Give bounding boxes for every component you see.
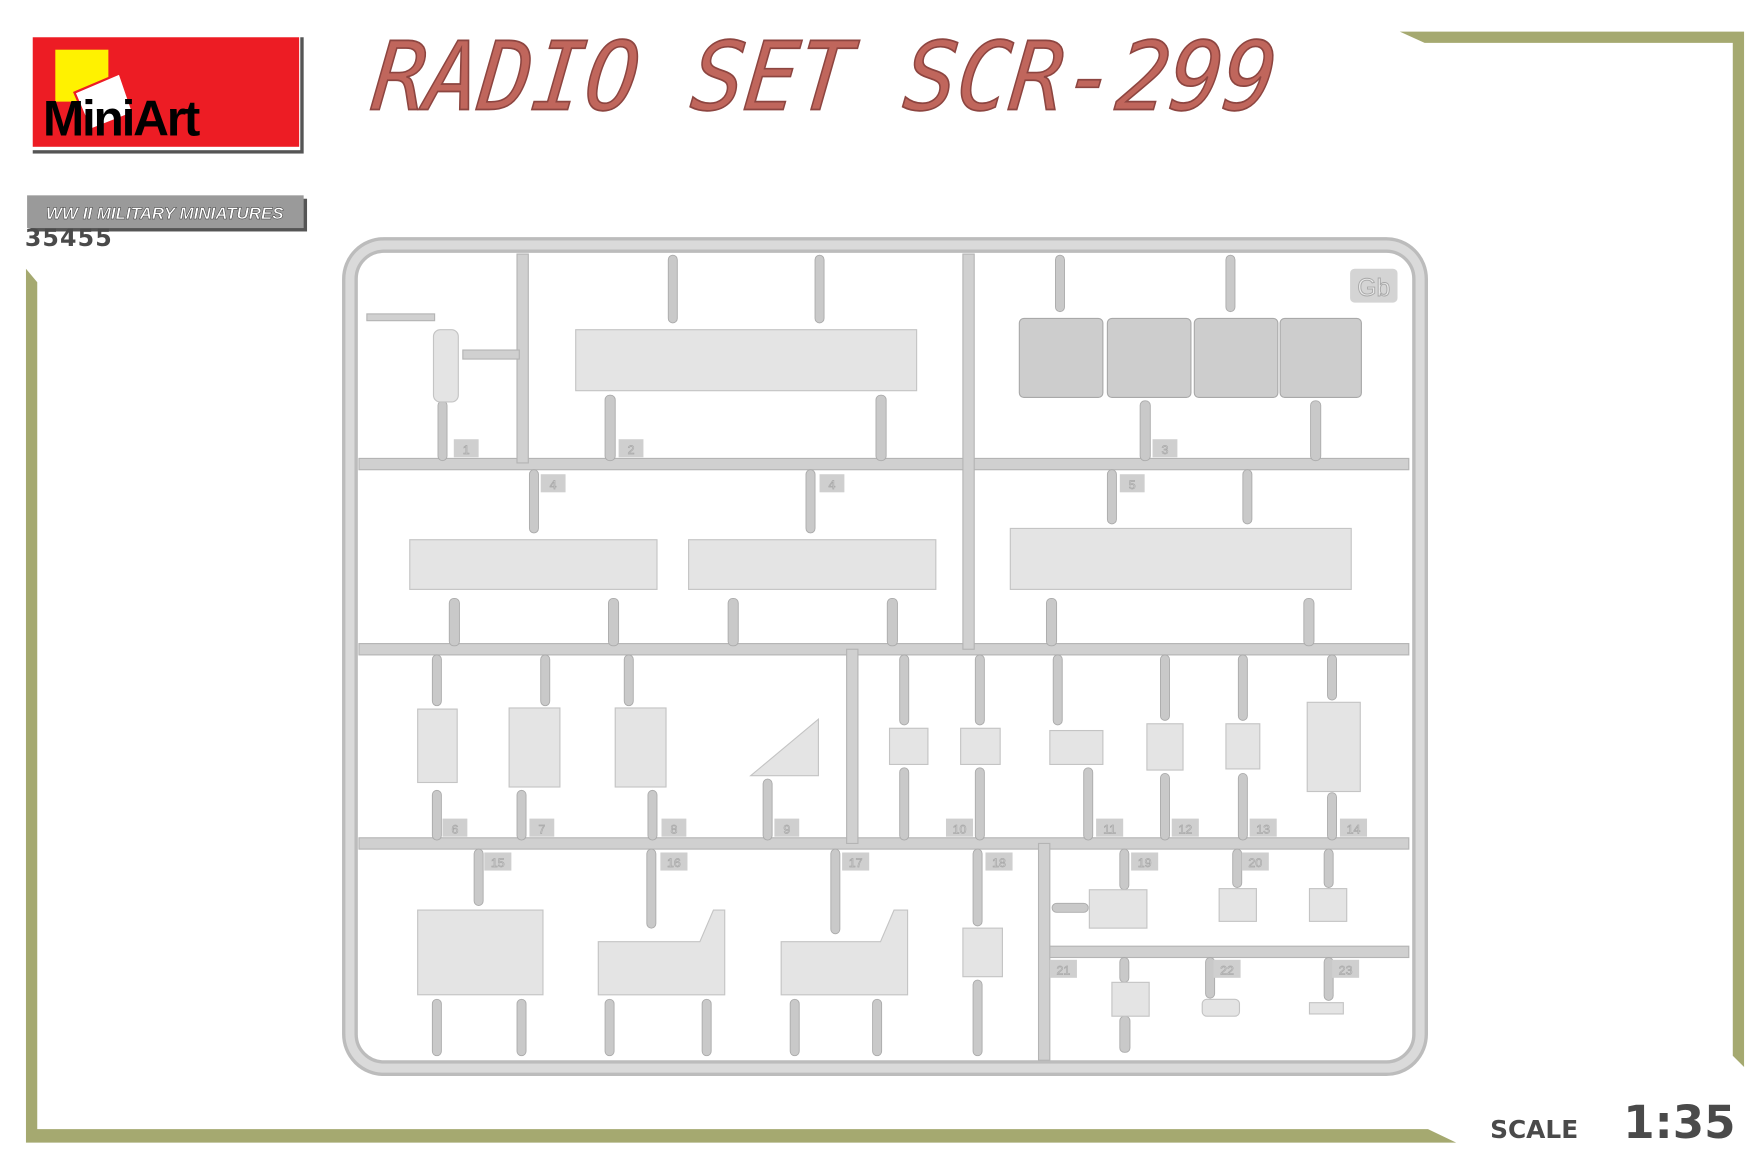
part-number: 12 [1178,822,1192,836]
part-number: 16 [667,856,681,870]
part-number: 7 [538,822,545,836]
logo-text: MiniArt [43,90,200,146]
part-number: 1 [463,443,470,457]
part-number: 20 [1248,856,1262,870]
part-number: 11 [1103,822,1116,836]
part-number: 5 [1129,478,1136,492]
tagline: WW II MILITARY MINIATURES [46,204,284,223]
part-number: 17 [849,856,863,870]
part-number: 22 [1220,963,1234,977]
part-number: 6 [451,822,458,836]
gates [431,254,1338,1057]
part-number: 4 [829,478,836,492]
part-number: 8 [670,822,677,836]
scale-value: 1:35 [1623,1096,1735,1149]
part-number: 10 [953,822,967,836]
miniart-logo: MiniArt [29,33,304,154]
part-number: 9 [783,822,790,836]
part-number: 19 [1138,856,1152,870]
sprue-parts [409,317,1362,1017]
part-number: 21 [1056,963,1070,977]
part-number: 18 [992,856,1006,870]
tagline-badge: WW II MILITARY MINIATURES [27,195,308,232]
kit-number: 35455 [25,224,113,252]
page-title: RADIO SET SCR-299 [368,23,1283,133]
part-number: 15 [491,856,505,870]
sprue-frame [342,237,1428,1077]
part-number: 13 [1256,822,1270,836]
part-number: 23 [1339,963,1353,977]
part-number: 3 [1162,443,1169,457]
part-number: 14 [1347,822,1361,836]
part-number-labels: 1 2 3 4 4 5 6 7 8 9 10 11 12 13 14 15 16… [442,439,1368,978]
part-number: 2 [628,443,635,457]
part-number: 4 [550,478,557,492]
scale-label: SCALE [1490,1115,1578,1144]
sprue-id: Gb [1357,275,1390,302]
